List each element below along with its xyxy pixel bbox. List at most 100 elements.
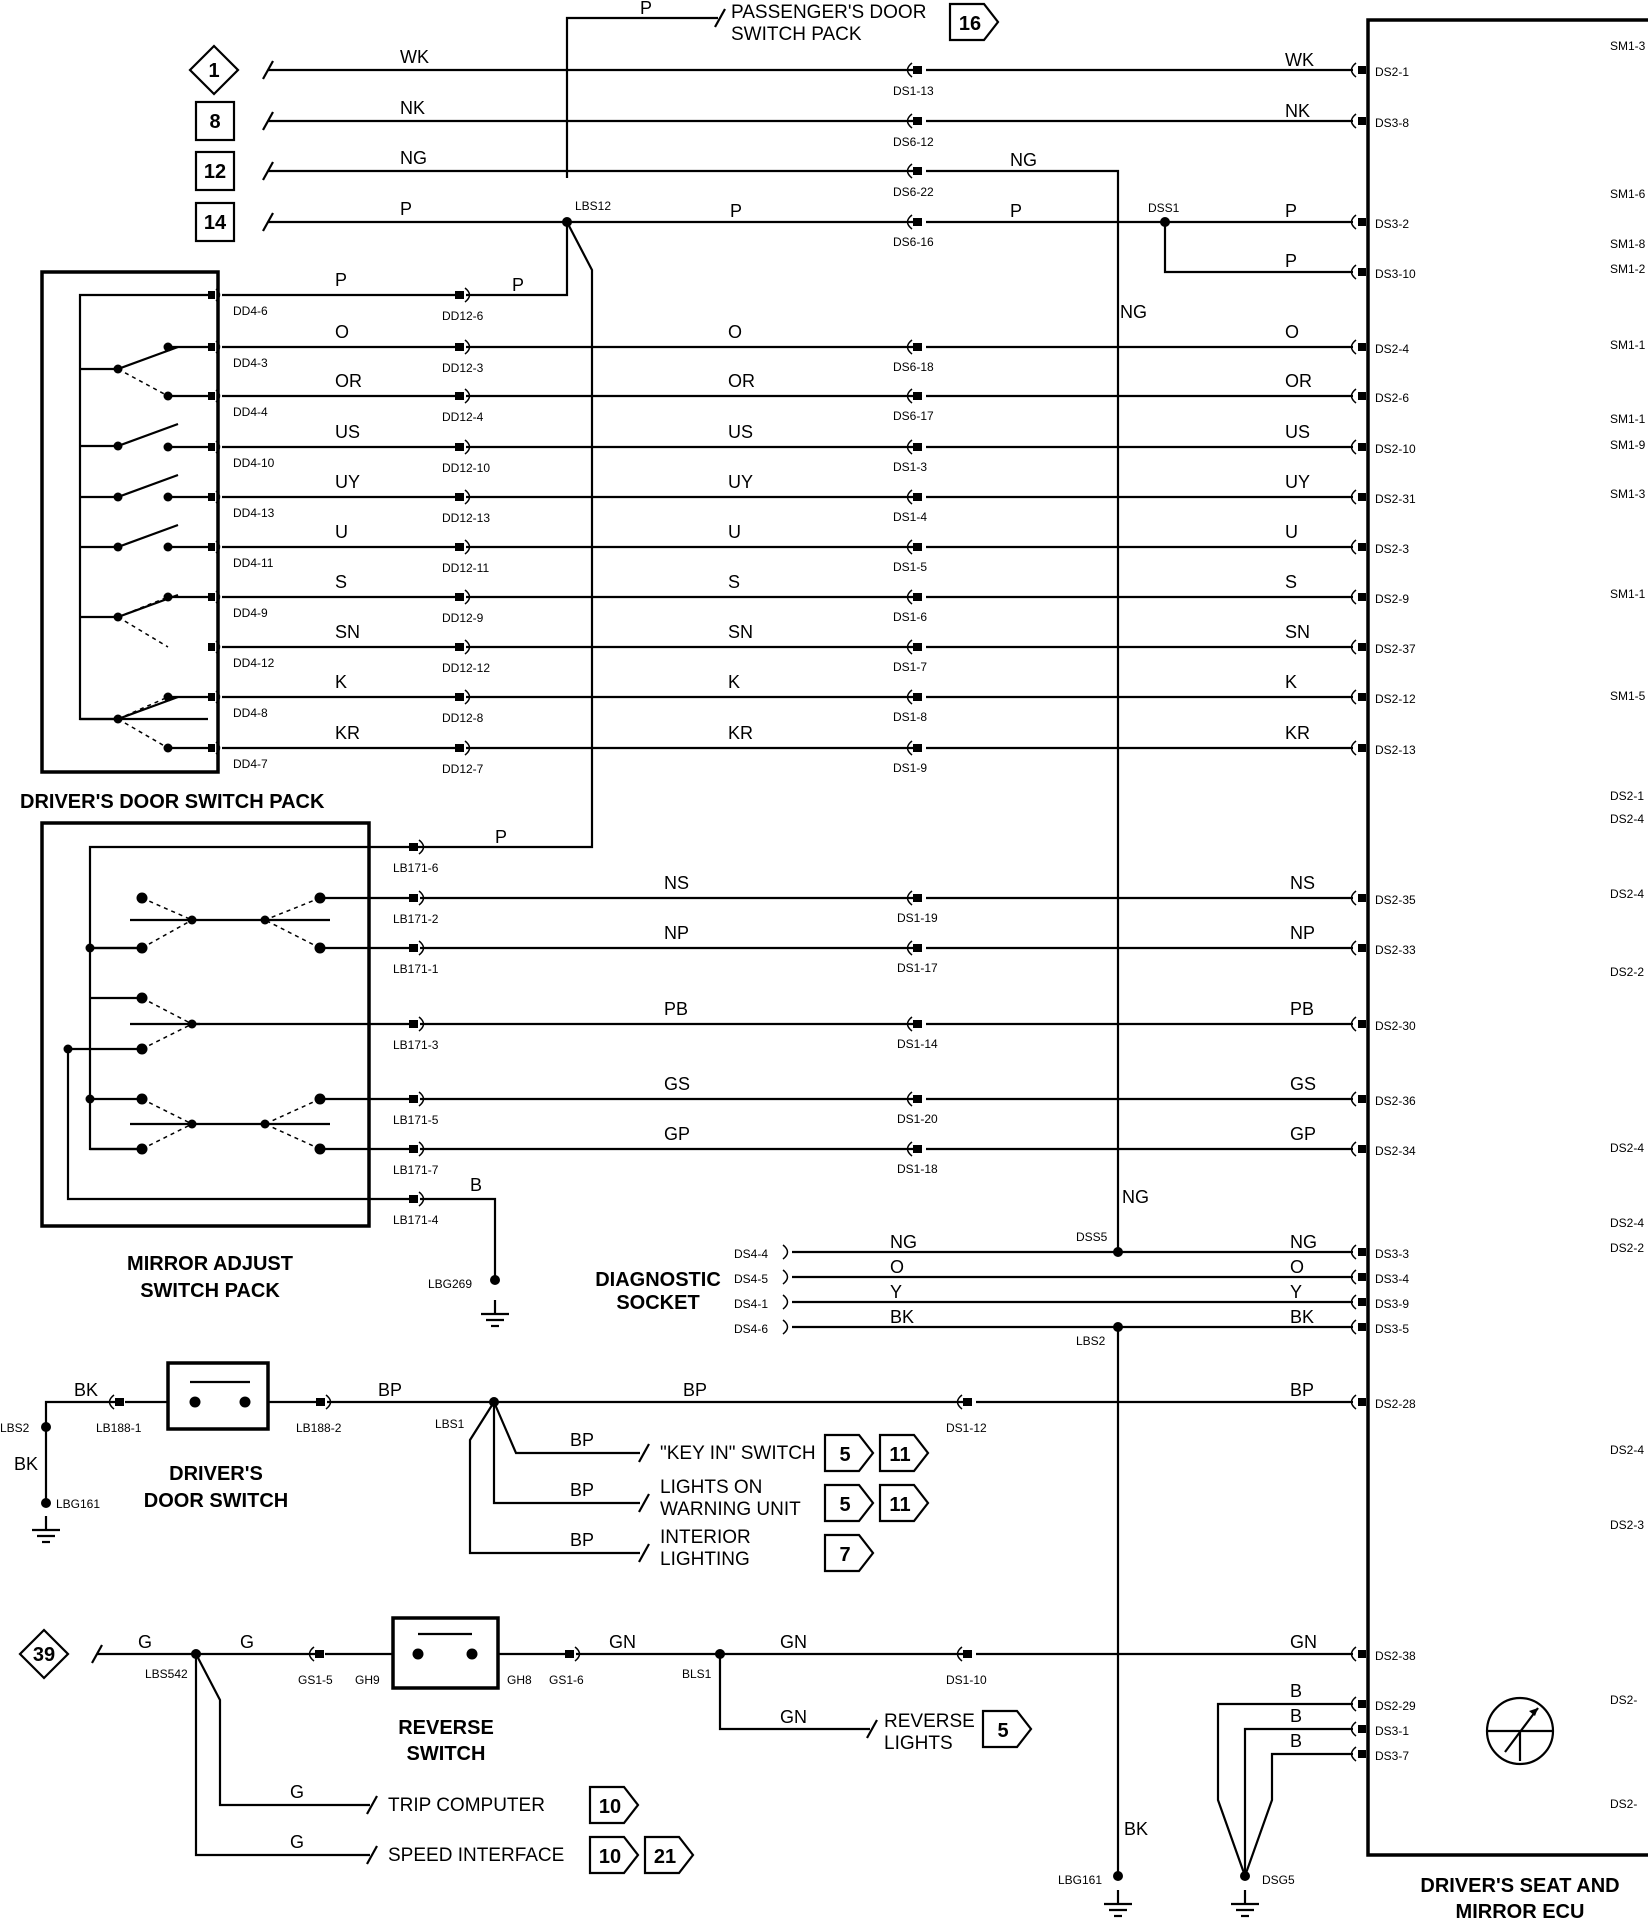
ecu-pin-label: DS2-34: [1375, 1144, 1416, 1158]
connector-label: GH9: [355, 1673, 380, 1687]
ecu-pin-label: DS3-1: [1375, 1724, 1409, 1738]
ecu-pin: [1350, 1016, 1366, 1032]
ref-arrow-frame: [823, 1533, 875, 1573]
ecu-pin-cup: [1350, 1319, 1357, 1335]
label: OR: [728, 371, 755, 391]
ref-11: 11: [878, 1433, 930, 1473]
trip-label: TRIP COMPUTER: [388, 1795, 545, 1816]
label: OR: [1285, 371, 1312, 391]
dd12-label: DD12-10: [442, 461, 490, 475]
connector-cup: [108, 1394, 115, 1410]
splice-label: DSS5: [1076, 1230, 1108, 1244]
ground-label: LBG161: [56, 1497, 100, 1511]
pack-pin-cup: [215, 640, 221, 654]
ecu-pin-body: [1358, 268, 1366, 276]
wire-g-trip: [195, 1653, 370, 1807]
connector-label: DS1-8: [893, 710, 927, 724]
connector-label: DS1-12: [946, 1421, 987, 1435]
mirror-bus: [66, 1047, 369, 1201]
label: UY: [335, 472, 360, 492]
splice-lbg161: [1113, 1871, 1123, 1881]
connector: [906, 740, 922, 756]
label: GN: [1290, 1632, 1317, 1652]
ref-number: 14: [204, 212, 227, 234]
ecu-pin-cup: [1350, 62, 1357, 78]
splice-dot: [63, 1044, 73, 1054]
pack-pin-cup: [215, 288, 221, 302]
ecu-pin-label: DS3-3: [1375, 1247, 1409, 1261]
ecu-pin-cup: [1350, 1016, 1357, 1032]
ref-number: 5: [839, 1444, 850, 1466]
splice-lbg161: [41, 1498, 51, 1508]
lb171-label: LB171-2: [393, 912, 439, 926]
label: KR: [335, 723, 360, 743]
connector-label: DS1-19: [897, 911, 938, 925]
label: WK: [1285, 50, 1314, 70]
connector-body: [455, 744, 464, 752]
pack-pin: [208, 493, 215, 501]
label: GP: [1290, 1124, 1316, 1144]
ecu-pin-body: [1358, 593, 1366, 601]
ecu-pin: [1350, 1696, 1366, 1712]
label: Y: [890, 1282, 902, 1302]
splice-label: DSS1: [1148, 201, 1180, 215]
ground-label: DSG5: [1262, 1873, 1295, 1887]
connector-body: [913, 343, 922, 351]
ref-39: 39: [18, 1628, 70, 1680]
ecu-right-label: SM1-3: [1610, 39, 1646, 53]
door-pack-title: DRIVER'S DOOR SWITCH PACK: [20, 791, 325, 813]
label: US: [1285, 422, 1310, 442]
dd4-label: DD4-10: [233, 456, 275, 470]
splice-dot: [85, 1094, 95, 1104]
ref-diamond-frame: [18, 1628, 70, 1680]
wire-b-ground: [1216, 1702, 1353, 1877]
ref-arrow-frame: [878, 1433, 930, 1473]
label: P: [400, 199, 412, 219]
ecu-pin: [1350, 339, 1366, 355]
ref-8: 8: [194, 100, 236, 142]
ecu-right-label: SM1-9: [1610, 438, 1646, 452]
ecu-pin-label: DS2-36: [1375, 1094, 1416, 1108]
dd12-label: DD12-4: [442, 410, 484, 424]
branch-label: INTERIOR: [660, 1527, 751, 1548]
ecu-pin-label: DS3-4: [1375, 1272, 1409, 1286]
connector-body: [455, 392, 464, 400]
ref-arrow-frame: [948, 2, 1000, 42]
ecu-pin-cup: [1350, 1294, 1357, 1310]
dd12-label: DD12-8: [442, 711, 484, 725]
label: G: [290, 1782, 304, 1802]
label: O: [890, 1257, 904, 1277]
connector-body: [565, 1650, 574, 1658]
ecu-pin-body: [1358, 1323, 1366, 1331]
label: KR: [728, 723, 753, 743]
label: US: [335, 422, 360, 442]
connector-label: DS1-20: [897, 1112, 938, 1126]
wire-b: [420, 1197, 497, 1280]
pack-pin: [208, 693, 215, 701]
ref-10: 10: [588, 1835, 640, 1875]
wire-bk-door: [44, 1400, 115, 1427]
ecu-pin-body: [1358, 1095, 1366, 1103]
ecu-pin-label: DS2-29: [1375, 1699, 1416, 1713]
ecu-pin-cup: [1350, 890, 1357, 906]
connector-cup: [906, 339, 913, 355]
dd4-label: DD4-13: [233, 506, 275, 520]
connector-body: [409, 894, 418, 902]
ref-12: 12: [194, 150, 236, 192]
switch-dash: [264, 897, 321, 921]
label: BK: [74, 1380, 98, 1400]
ecu-pin-cup: [1350, 1746, 1357, 1762]
ecu-pin-cup: [1350, 439, 1357, 455]
lb171-label: LB171-4: [393, 1213, 439, 1227]
label: GN: [609, 1632, 636, 1652]
ecu-pin-label: DS2-1: [1375, 65, 1409, 79]
label: NG: [1120, 302, 1147, 322]
connector-body: [913, 218, 922, 226]
diag-socket-pin: [782, 1269, 789, 1285]
connector-body: [455, 593, 464, 601]
connector-body: [913, 443, 922, 451]
wire-bp-branch: [492, 1401, 640, 1455]
connector-label: DS1-5: [893, 560, 927, 574]
ecu-pin-body: [1358, 1248, 1366, 1256]
ecu-right-label: DS2-4: [1610, 1216, 1644, 1230]
